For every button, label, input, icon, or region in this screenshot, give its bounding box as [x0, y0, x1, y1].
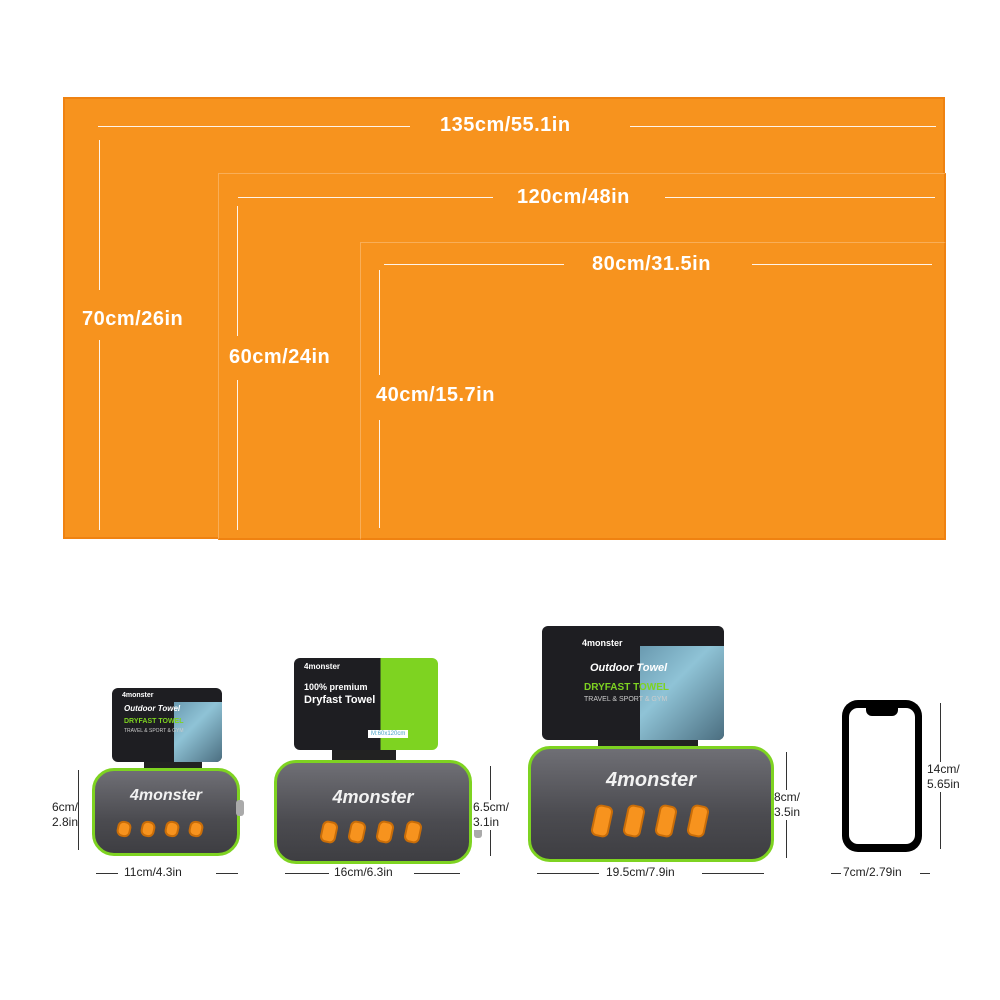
small-width-line-left: [384, 264, 564, 265]
pack2-tag-brand: 4monster: [304, 662, 341, 671]
pack1-width-line-right: [216, 873, 238, 874]
pack3-pill-1: [589, 803, 615, 839]
pack2-pill-4: [402, 819, 424, 845]
pack1-logo: 4monster: [129, 787, 203, 804]
pack3-width-line-right: [702, 873, 764, 874]
pack1-tag-sub: TRAVEL & SPORT & GYM: [124, 728, 184, 734]
large-width-label: 135cm/55.1in: [440, 114, 571, 136]
towel-small: [360, 242, 946, 540]
pack2-pill-2: [346, 819, 368, 845]
small-height-line-top: [379, 270, 380, 375]
pack2-tag: 4monster 100% premium Dryfast Towel M:60…: [294, 658, 438, 750]
pack2-width-line-right: [414, 873, 460, 874]
pack1-height-line: [78, 770, 79, 850]
pack1-tag-title: Outdoor Towel: [124, 704, 181, 713]
pack1-height-label: 6cm/ 2.8in: [52, 800, 79, 830]
pack1-pill-3: [163, 819, 181, 839]
small-height-label: 40cm/15.7in: [376, 384, 495, 406]
pack3-width-label: 19.5cm/7.9in: [606, 865, 675, 879]
pack2-height-label: 6.5cm/ 3.1in: [473, 800, 510, 830]
phone-width-label: 7cm/2.79in: [843, 865, 902, 879]
small-height-line-bottom: [379, 420, 380, 528]
phone-notch: [866, 708, 898, 716]
pack3-tag-brand: 4monster: [582, 638, 623, 648]
pack3-pill-3: [653, 803, 679, 839]
pack2-zipper: [474, 822, 482, 838]
large-height-line-top: [99, 140, 100, 290]
pack3-pill-4: [685, 803, 711, 839]
medium-height-line-top: [237, 206, 238, 336]
small-width-line-right: [752, 264, 932, 265]
pack1-zipper: [236, 800, 244, 816]
pack2-pill-1: [318, 819, 340, 845]
pack2-case: 4monster: [274, 760, 472, 864]
pack1-width-label: 11cm/4.3in: [124, 865, 182, 879]
large-width-line-left: [98, 126, 410, 127]
pack3-pill-2: [621, 803, 647, 839]
large-height-label: 70cm/26in: [82, 308, 184, 330]
pack1-width-line-left: [96, 873, 118, 874]
pack2-width-label: 16cm/6.3in: [334, 865, 393, 879]
pack3-tag-photo: [640, 646, 724, 740]
large-height-line-bottom: [99, 340, 100, 530]
medium-width-line-left: [238, 197, 493, 198]
pack1-tag: 4monster Outdoor Towel DRYFAST TOWEL TRA…: [112, 688, 222, 762]
phone-screen: [849, 708, 915, 844]
large-width-line-right: [630, 126, 936, 127]
pack1-tag-brand: 4monster: [122, 692, 154, 699]
small-width-label: 80cm/31.5in: [592, 253, 711, 275]
phone-icon: [842, 700, 922, 852]
pack3-case: 4monster: [528, 746, 774, 862]
pack2-pill-3: [374, 819, 396, 845]
phone-width-line-right: [920, 873, 930, 874]
pack3-tag: 4monster Outdoor Towel DRYFAST TOWEL TRA…: [542, 626, 724, 740]
medium-width-label: 120cm/48in: [517, 186, 630, 208]
pack1-pill-1: [115, 819, 133, 839]
pack3-width-line-left: [537, 873, 599, 874]
phone-width-line-left: [831, 873, 841, 874]
pack3-logo: 4monster: [605, 769, 697, 791]
medium-width-line-right: [665, 197, 935, 198]
pack1-tag-line: DRYFAST TOWEL: [124, 718, 184, 725]
pack2-tag-sub: M:60x120cm: [368, 730, 409, 738]
pack3-height-label: 8cm/ 3.5in: [774, 790, 801, 820]
pack1-tag-photo: [174, 702, 222, 762]
phone-height-label: 14cm/ 5.65in: [927, 762, 960, 792]
medium-height-label: 60cm/24in: [229, 346, 331, 368]
pack2-width-line-left: [285, 873, 329, 874]
pack1-pill-4: [187, 819, 205, 839]
pack3-tag-line: DRYFAST TOWEL: [584, 682, 669, 693]
pack3-tag-sub: TRAVEL & SPORT & GYM: [584, 696, 668, 703]
pack2-tag-title: 100% premium: [304, 682, 368, 692]
pack1-case: 4monster: [92, 768, 240, 856]
pack2-logo: 4monster: [332, 787, 414, 807]
pack2-tag-line: Dryfast Towel: [304, 694, 376, 706]
pack3-tag-title: Outdoor Towel: [590, 662, 668, 674]
pack1-pill-2: [139, 819, 157, 839]
medium-height-line-bottom: [237, 380, 238, 530]
